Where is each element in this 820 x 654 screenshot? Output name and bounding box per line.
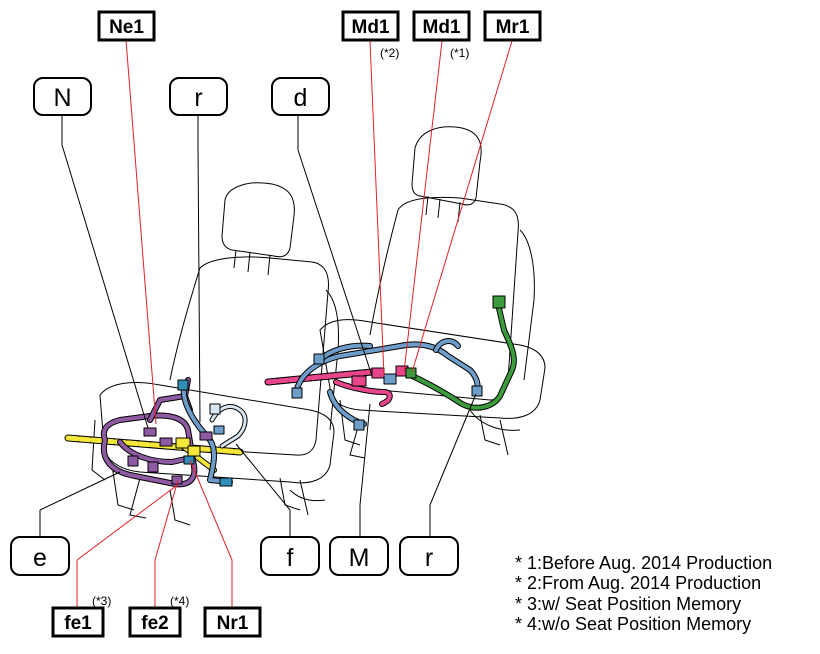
- part-box-e: e: [10, 536, 70, 576]
- part-labels: N r d e f M r: [10, 77, 459, 576]
- note-md1-a: (*2): [380, 46, 399, 60]
- connector-box-mr1: Mr1: [483, 10, 542, 42]
- right-connectors: [291, 295, 506, 431]
- legend-line: * 1:Before Aug. 2014 Production: [515, 553, 772, 573]
- pink-harness: [264, 368, 393, 407]
- connector-box-md1-b: Md1: [412, 10, 471, 42]
- connector-code-nr1: Nr1: [217, 613, 249, 634]
- connector-box-fe2: fe2: [128, 606, 182, 638]
- connector-code-md1-a: Md1: [352, 17, 390, 38]
- part-box-n: N: [33, 77, 92, 116]
- green-harness: [405, 301, 517, 411]
- note-fe2: (*4): [170, 594, 189, 608]
- connector-box-fe1: fe1: [51, 606, 105, 638]
- part-box-f: f: [260, 536, 320, 576]
- part-box-r-top: r: [169, 77, 228, 116]
- part-code-n: N: [53, 84, 71, 112]
- part-code-d: d: [294, 84, 308, 112]
- part-code-r-bottom: r: [425, 544, 433, 572]
- leader-lines: [39, 39, 513, 608]
- part-code-e: e: [33, 544, 47, 572]
- part-code-m: M: [349, 544, 370, 572]
- left-connectors: [127, 379, 233, 487]
- connector-code-fe1: fe1: [64, 613, 92, 634]
- footnote-legend: * 1:Before Aug. 2014 Production * 2:From…: [515, 553, 772, 634]
- connector-box-md1-a: Md1: [341, 10, 400, 42]
- connector-box-ne1: Ne1: [97, 10, 156, 42]
- part-box-r-bottom: r: [399, 536, 459, 576]
- legend-line: * 2:From Aug. 2014 Production: [515, 573, 761, 593]
- note-md1-b: (*1): [450, 46, 469, 60]
- connector-box-nr1: Nr1: [203, 606, 262, 638]
- part-code-r-top: r: [194, 84, 202, 112]
- seat-drawings: [91, 126, 546, 526]
- connector-code-mr1: Mr1: [496, 17, 530, 38]
- connector-code-fe2: fe2: [141, 613, 168, 634]
- wire-harnesses: [64, 295, 517, 488]
- note-fe1: (*3): [92, 594, 111, 608]
- legend-line: * 4:w/o Seat Position Memory: [515, 614, 751, 634]
- connector-code-md1-b: Md1: [423, 17, 461, 38]
- connector-labels: Ne1 Md1 (*2) Md1 (*1) Mr1 fe1 (*3) fe2 (…: [51, 10, 542, 638]
- connector-code-ne1: Ne1: [109, 17, 144, 38]
- part-box-d: d: [271, 77, 330, 116]
- part-code-f: f: [287, 544, 294, 572]
- part-box-m: M: [329, 536, 389, 576]
- legend-line: * 3:w/ Seat Position Memory: [515, 594, 741, 614]
